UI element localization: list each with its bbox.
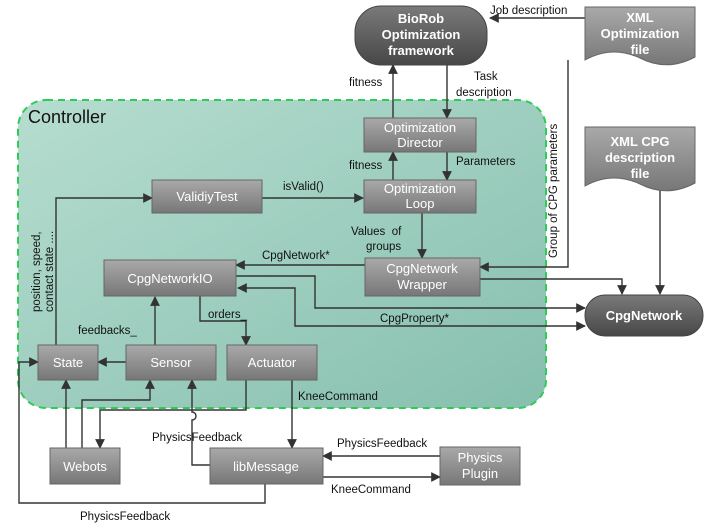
- libmessage-label: libMessage: [233, 459, 299, 474]
- node-optimization-director: Optimization Director: [363, 117, 477, 153]
- physics-plugin-line-1: Physics: [458, 450, 503, 465]
- node-state: State: [37, 344, 99, 381]
- controller-container: Controller: [17, 99, 547, 409]
- label-state-info-2: contact state ....: [44, 231, 56, 312]
- node-optimization-loop: Optimization Loop: [363, 179, 477, 214]
- loop-line-1: Optimization: [384, 181, 456, 196]
- label-kneecommand-bottom: KneeCommand: [331, 484, 411, 496]
- label-values-of-groups-1: Values of: [351, 226, 402, 238]
- node-biorob-framework: BioRob Optimization framework: [354, 5, 488, 66]
- label-feedbacks: feedbacks_: [78, 325, 137, 337]
- biorob-line-3: framework: [388, 43, 455, 58]
- connectors: [18, 13, 665, 504]
- label-parameters: Parameters: [456, 156, 516, 168]
- director-line-1: Optimization: [384, 120, 456, 135]
- label-task-description-2: description: [456, 87, 512, 99]
- label-cpgnetwork-ptr: CpgNetwork*: [262, 250, 330, 262]
- cpgnetwork-label: CpgNetwork: [606, 308, 683, 323]
- xml-cpg-line-3: file: [631, 166, 650, 181]
- label-orders: orders_: [208, 309, 248, 321]
- label-task-description-1: Task: [474, 71, 498, 83]
- validity-test-label: ValidiyTest: [176, 189, 238, 204]
- xml-cpg-line-2: description: [605, 150, 675, 165]
- node-sensor: Sensor: [125, 344, 217, 381]
- node-actuator: Actuator: [226, 344, 318, 381]
- actuator-label: Actuator: [248, 355, 297, 370]
- xml-cpg-line-1: XML CPG: [611, 134, 670, 149]
- node-physics-plugin: Physics Plugin: [439, 446, 521, 486]
- label-physicsfeedback-left: PhysicsFeedback: [152, 432, 242, 444]
- label-physicsfeedback-bottom: PhysicsFeedback: [80, 511, 170, 523]
- xml-opt-line-1: XML: [626, 10, 654, 25]
- wrapper-line-1: CpgNetwork: [386, 261, 458, 276]
- node-cpgnetwork-io: CpgNetworkIO: [103, 259, 237, 297]
- label-job-description: Job description: [490, 5, 567, 17]
- label-kneecommand-top: KneeCommand: [298, 391, 378, 403]
- state-label: State: [53, 355, 83, 370]
- xml-opt-line-2: Optimization: [601, 26, 680, 41]
- biorob-line-2: Optimization: [382, 27, 461, 42]
- xml-opt-line-3: file: [631, 42, 650, 57]
- edge-labels: Job description fitness Task description…: [31, 5, 567, 523]
- label-is-valid: isValid(): [283, 181, 324, 193]
- node-xml-cpg-file: XML CPG description file: [584, 126, 696, 192]
- node-webots: Webots: [49, 447, 121, 485]
- node-xml-optimization-file: XML Optimization file: [584, 6, 696, 66]
- label-state-info-1: position, speed,: [31, 231, 43, 312]
- physics-plugin-line-2: Plugin: [462, 466, 498, 481]
- label-fitness-top: fitness: [349, 77, 382, 89]
- director-line-2: Director: [397, 135, 443, 150]
- wrapper-line-2: Wrapper: [397, 277, 447, 292]
- biorob-line-1: BioRob: [398, 11, 444, 26]
- label-cpgproperty-ptr: CpgProperty*: [380, 313, 450, 325]
- label-fitness-inner: fitness: [349, 160, 382, 172]
- label-values-of-groups-2: groups: [366, 241, 401, 253]
- sensor-label: Sensor: [150, 355, 192, 370]
- webots-label: Webots: [63, 459, 107, 474]
- controller-title: Controller: [28, 107, 106, 127]
- cpgnetwork-io-label: CpgNetworkIO: [127, 271, 212, 286]
- node-cpgnetwork-wrapper: CpgNetwork Wrapper: [364, 257, 481, 297]
- node-cpgnetwork: CpgNetwork: [584, 294, 704, 337]
- label-physicsfeedback-right: PhysicsFeedback: [337, 438, 427, 450]
- label-group-cpg-params: Group of CPG parameters: [548, 124, 560, 258]
- node-libmessage: libMessage: [209, 447, 324, 485]
- loop-line-2: Loop: [406, 196, 435, 211]
- node-validity-test: ValidiyTest: [151, 179, 263, 214]
